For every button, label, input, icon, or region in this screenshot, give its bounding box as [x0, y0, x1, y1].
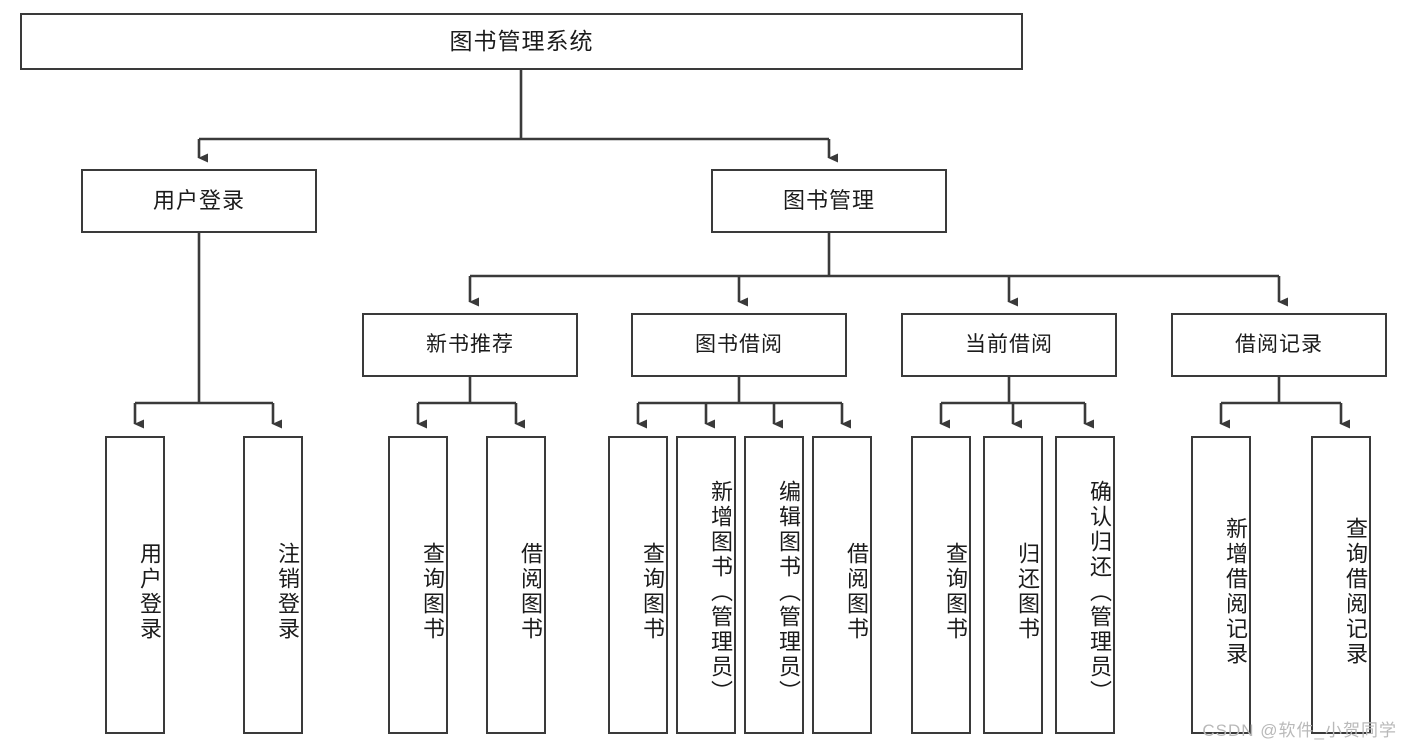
- node-leaf-query-book-3-label: 查询图书: [943, 542, 968, 642]
- node-leaf-query-book-2[interactable]: 查询图书: [608, 436, 668, 734]
- node-leaf-add-book-label: 新增图书（管理员）: [708, 479, 733, 705]
- node-borrow-record-label: 借阅记录: [1235, 332, 1323, 356]
- node-leaf-query-book-1[interactable]: 查询图书: [388, 436, 448, 734]
- node-user-login-label: 用户登录: [152, 188, 245, 214]
- node-leaf-add-book[interactable]: 新增图书（管理员）: [676, 436, 736, 734]
- node-leaf-query-book-3[interactable]: 查询图书: [911, 436, 971, 734]
- node-leaf-return-book[interactable]: 归还图书: [983, 436, 1043, 734]
- node-root-label: 图书管理系统: [449, 28, 594, 55]
- node-leaf-borrow-book-1-label: 借阅图书: [518, 542, 543, 642]
- node-leaf-return-book-label: 归还图书: [1015, 542, 1040, 642]
- node-leaf-query-record-label: 查询借阅记录: [1343, 517, 1368, 667]
- node-leaf-query-record[interactable]: 查询借阅记录: [1311, 436, 1371, 734]
- node-leaf-edit-book-label: 编辑图书（管理员）: [776, 479, 801, 705]
- node-leaf-edit-book[interactable]: 编辑图书（管理员）: [744, 436, 804, 734]
- node-leaf-logout[interactable]: 注销登录: [243, 436, 303, 734]
- node-leaf-add-record[interactable]: 新增借阅记录: [1191, 436, 1251, 734]
- node-leaf-logout-label: 注销登录: [275, 542, 300, 642]
- node-leaf-user-login[interactable]: 用户登录: [105, 436, 165, 734]
- node-leaf-query-book-1-label: 查询图书: [420, 542, 445, 642]
- node-book-borrow-label: 图书借阅: [695, 332, 783, 356]
- node-leaf-user-login-label: 用户登录: [137, 542, 162, 642]
- node-leaf-add-record-label: 新增借阅记录: [1223, 517, 1248, 667]
- node-borrow-record[interactable]: 借阅记录: [1171, 313, 1387, 377]
- node-user-login[interactable]: 用户登录: [81, 169, 317, 233]
- node-leaf-borrow-book-1[interactable]: 借阅图书: [486, 436, 546, 734]
- node-current-borrow[interactable]: 当前借阅: [901, 313, 1117, 377]
- node-leaf-borrow-book-2-label: 借阅图书: [844, 542, 869, 642]
- node-leaf-query-book-2-label: 查询图书: [640, 542, 665, 642]
- node-leaf-confirm-return[interactable]: 确认归还（管理员）: [1055, 436, 1115, 734]
- node-root[interactable]: 图书管理系统: [20, 13, 1023, 70]
- node-book-manage-label: 图书管理: [782, 188, 875, 214]
- node-leaf-borrow-book-2[interactable]: 借阅图书: [812, 436, 872, 734]
- node-book-manage[interactable]: 图书管理: [711, 169, 947, 233]
- node-leaf-confirm-return-label: 确认归还（管理员）: [1087, 479, 1112, 705]
- node-new-book-recommend-label: 新书推荐: [426, 332, 514, 356]
- node-book-borrow[interactable]: 图书借阅: [631, 313, 847, 377]
- csdn-watermark: CSDN @软件_小贺同学: [1202, 721, 1397, 740]
- node-new-book-recommend[interactable]: 新书推荐: [362, 313, 578, 377]
- node-current-borrow-label: 当前借阅: [965, 332, 1053, 356]
